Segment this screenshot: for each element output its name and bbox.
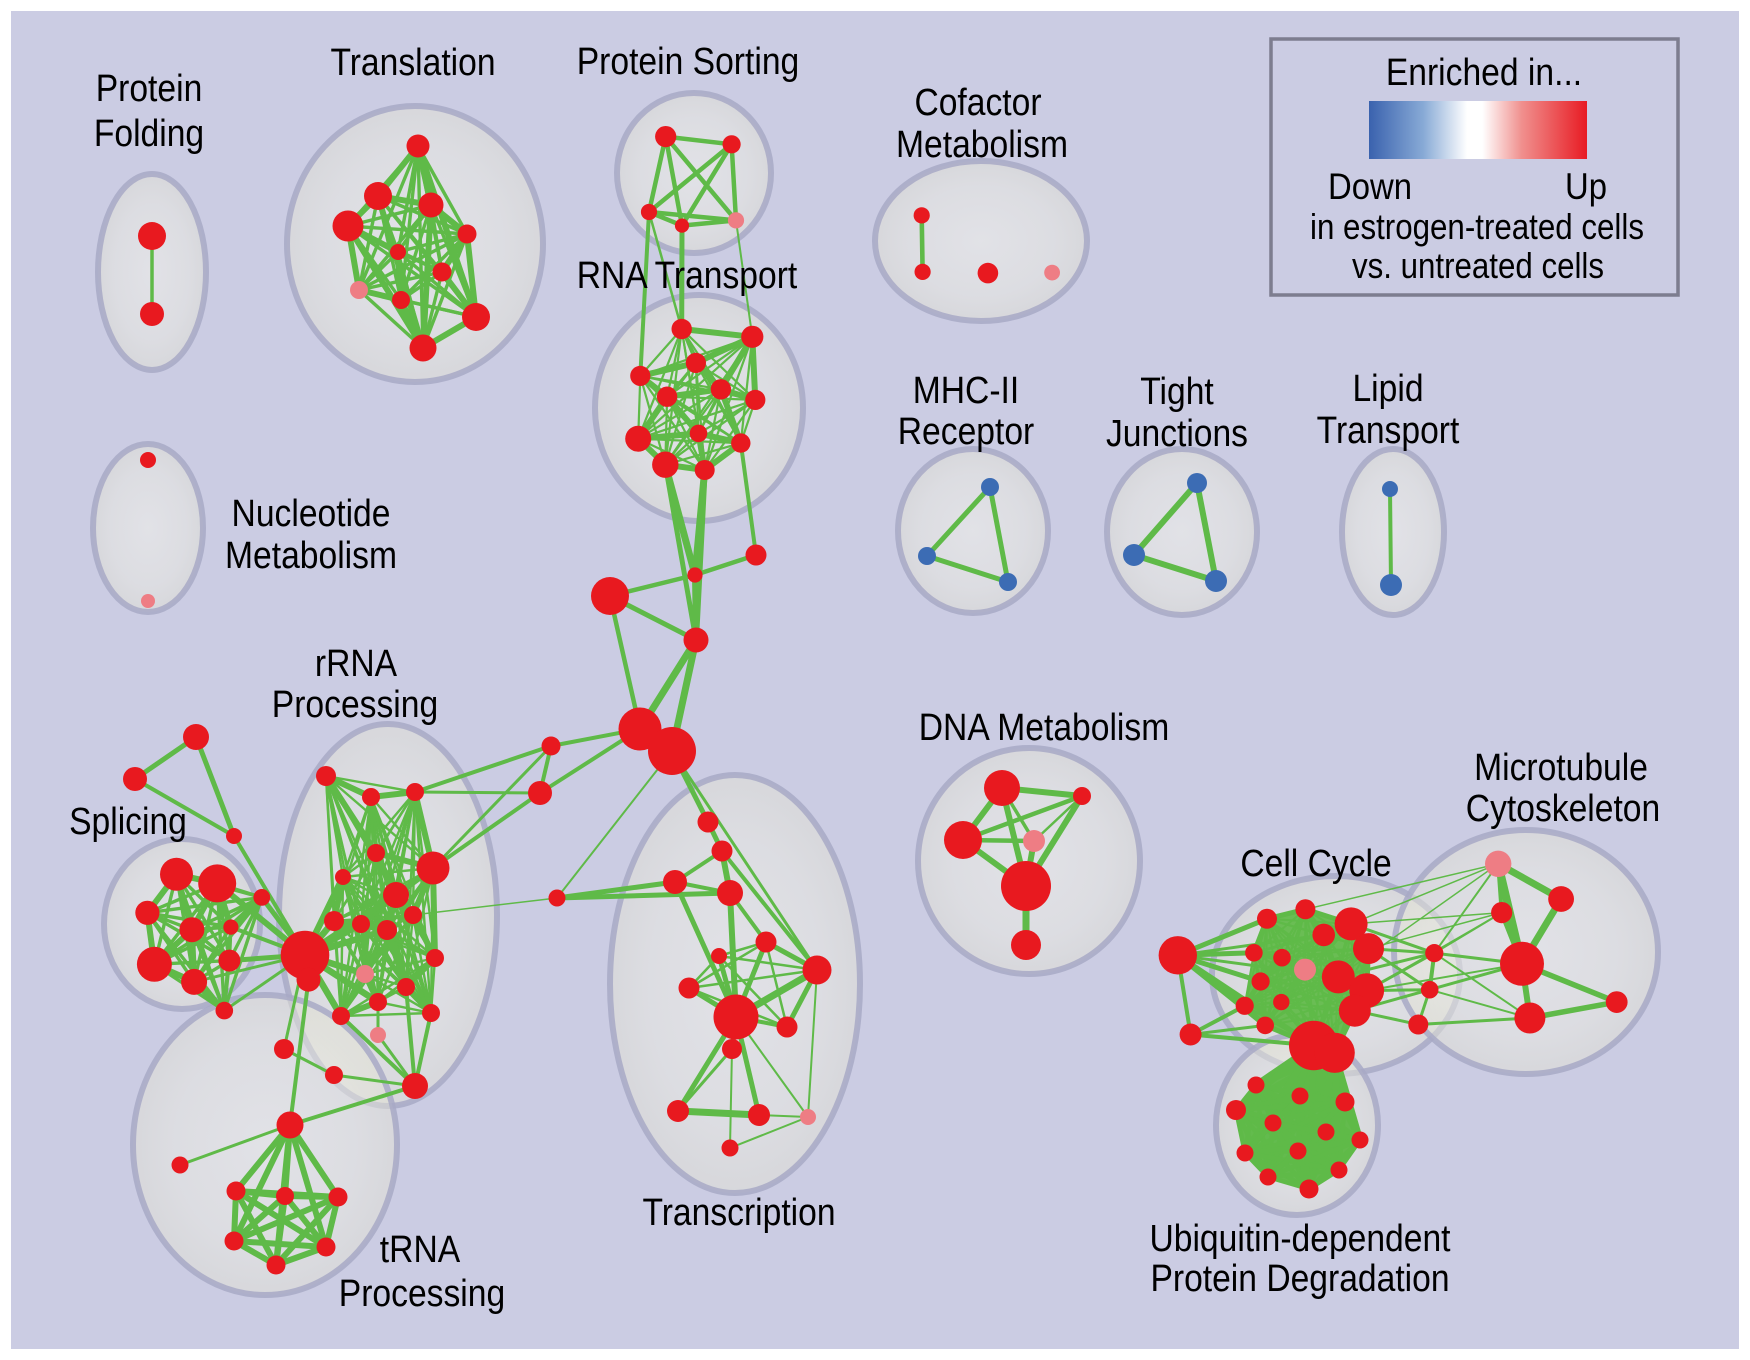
svg-text:rRNA: rRNA <box>315 643 398 685</box>
svg-text:Metabolism: Metabolism <box>896 124 1068 166</box>
svg-text:Processing: Processing <box>339 1273 505 1315</box>
svg-text:Translation: Translation <box>330 42 495 84</box>
svg-text:Up: Up <box>1565 166 1607 207</box>
svg-text:Protein Degradation: Protein Degradation <box>1150 1258 1449 1300</box>
svg-text:Enriched in...: Enriched in... <box>1386 52 1582 94</box>
svg-text:in estrogen-treated cells: in estrogen-treated cells <box>1310 206 1644 247</box>
svg-text:Metabolism: Metabolism <box>225 535 397 577</box>
svg-text:Transcription: Transcription <box>642 1192 835 1234</box>
svg-text:vs. untreated cells: vs. untreated cells <box>1352 245 1604 286</box>
svg-text:Ubiquitin-dependent: Ubiquitin-dependent <box>1149 1218 1450 1260</box>
svg-text:Protein Sorting: Protein Sorting <box>577 41 800 83</box>
svg-text:Transport: Transport <box>1317 410 1460 452</box>
svg-text:RNA Transport: RNA Transport <box>577 255 798 297</box>
svg-text:Processing: Processing <box>272 684 438 726</box>
svg-text:Cytoskeleton: Cytoskeleton <box>1466 788 1660 830</box>
svg-text:Cell Cycle: Cell Cycle <box>1240 843 1391 885</box>
svg-text:Splicing: Splicing <box>69 801 187 843</box>
svg-text:Folding: Folding <box>94 113 204 155</box>
svg-text:Protein: Protein <box>96 68 203 110</box>
svg-text:Receptor: Receptor <box>898 411 1035 453</box>
svg-text:Junctions: Junctions <box>1106 413 1248 455</box>
svg-text:Lipid: Lipid <box>1352 368 1423 410</box>
svg-text:Tight: Tight <box>1140 371 1214 413</box>
svg-text:Nucleotide: Nucleotide <box>232 493 391 535</box>
svg-text:DNA Metabolism: DNA Metabolism <box>919 707 1170 749</box>
svg-text:MHC-II: MHC-II <box>913 370 1020 412</box>
svg-text:Microtubule: Microtubule <box>1474 747 1648 789</box>
svg-text:tRNA: tRNA <box>380 1229 461 1271</box>
svg-text:Cofactor: Cofactor <box>914 82 1041 124</box>
svg-text:Down: Down <box>1328 166 1412 207</box>
